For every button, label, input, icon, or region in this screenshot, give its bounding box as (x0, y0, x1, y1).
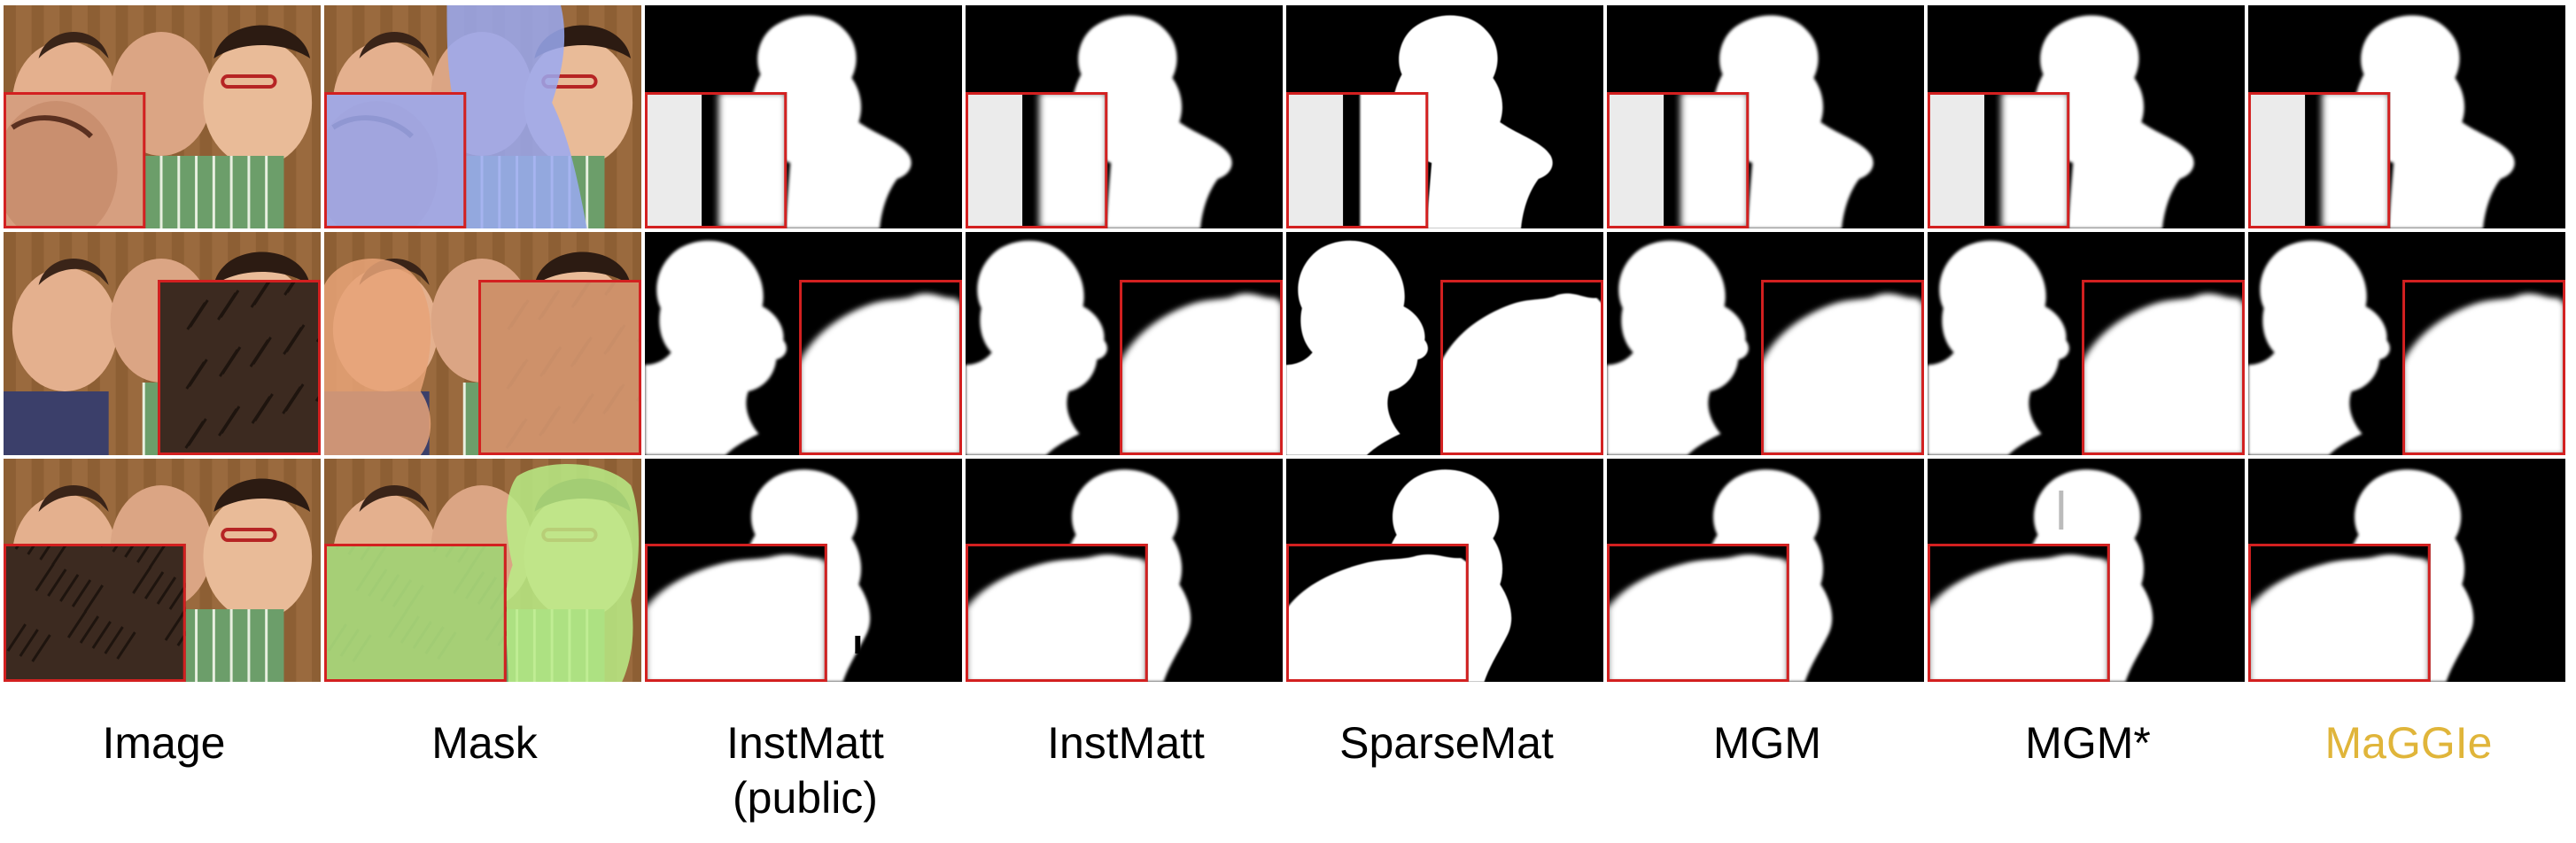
zoom-inset (478, 280, 641, 455)
zoom-inset (1286, 544, 1469, 682)
column-label-image: Image (4, 715, 324, 770)
zoom-inset (1607, 544, 1789, 682)
zoom-inset (158, 280, 321, 455)
panel-maggie-row2 (2248, 232, 2565, 455)
column-label-mgm: MGM (1607, 715, 1928, 770)
column-label-text: InstMatt (1047, 718, 1205, 768)
column-label-text: Mask (431, 718, 538, 768)
panel-mgm_star-row1 (1928, 5, 2245, 228)
zoom-inset (324, 544, 507, 682)
panel-mask-row2 (324, 232, 641, 455)
zoom-inset (324, 92, 467, 228)
zoom-inset (1607, 92, 1750, 228)
panel-instmatt_public-row3 (645, 459, 962, 682)
panel-instmatt_public-row2 (645, 232, 962, 455)
zoom-inset (2402, 280, 2565, 455)
zoom-inset (1286, 92, 1429, 228)
column-label-sparsemat: SparseMat (1286, 715, 1607, 770)
column-label-text: Image (102, 718, 226, 768)
column-label-mask: Mask (324, 715, 645, 770)
panel-instmatt_public-row1 (645, 5, 962, 228)
column-label-text: MGM (1712, 718, 1822, 768)
zoom-inset (1440, 280, 1603, 455)
panel-image-row2 (4, 232, 321, 455)
panel-mgm-row2 (1607, 232, 1924, 455)
panel-image-row3 (4, 459, 321, 682)
column-label-mgm_star: MGM* (1928, 715, 2248, 770)
panel-maggie-row1 (2248, 5, 2565, 228)
panel-maggie-row3 (2248, 459, 2565, 682)
zoom-inset (2082, 280, 2245, 455)
panel-mask-row3 (324, 459, 641, 682)
panel-mask-row1 (324, 5, 641, 228)
zoom-inset (4, 92, 146, 228)
column-label-text: SparseMat (1339, 718, 1554, 768)
zoom-inset (799, 280, 962, 455)
zoom-inset (645, 544, 827, 682)
column-label-instmatt: InstMatt (966, 715, 1286, 770)
zoom-inset (645, 92, 788, 228)
zoom-inset (2248, 92, 2391, 228)
zoom-inset (966, 544, 1148, 682)
zoom-inset (2248, 544, 2431, 682)
zoom-inset (1928, 92, 2070, 228)
panel-instmatt-row1 (966, 5, 1283, 228)
panel-mgm-row1 (1607, 5, 1924, 228)
zoom-inset (1761, 280, 1924, 455)
zoom-inset (966, 92, 1108, 228)
panel-sparsemat-row2 (1286, 232, 1603, 455)
panel-sparsemat-row1 (1286, 5, 1603, 228)
column-label-maggie: MaGGIe (2248, 715, 2569, 770)
zoom-inset (1928, 544, 2110, 682)
panel-mgm_star-row3 (1928, 459, 2245, 682)
column-label-instmatt_public: InstMatt(public) (645, 715, 966, 825)
column-label-text: InstMatt (726, 718, 884, 768)
zoom-inset (1120, 280, 1283, 455)
panel-image-row1 (4, 5, 321, 228)
panel-sparsemat-row3 (1286, 459, 1603, 682)
panel-mgm-row3 (1607, 459, 1924, 682)
column-label-text: MaGGIe (2324, 718, 2493, 768)
panel-instmatt-row2 (966, 232, 1283, 455)
panel-instmatt-row3 (966, 459, 1283, 682)
column-label-subtext: (public) (733, 773, 878, 823)
panel-mgm_star-row2 (1928, 232, 2245, 455)
zoom-inset (4, 544, 186, 682)
column-label-text: MGM* (2025, 718, 2151, 768)
